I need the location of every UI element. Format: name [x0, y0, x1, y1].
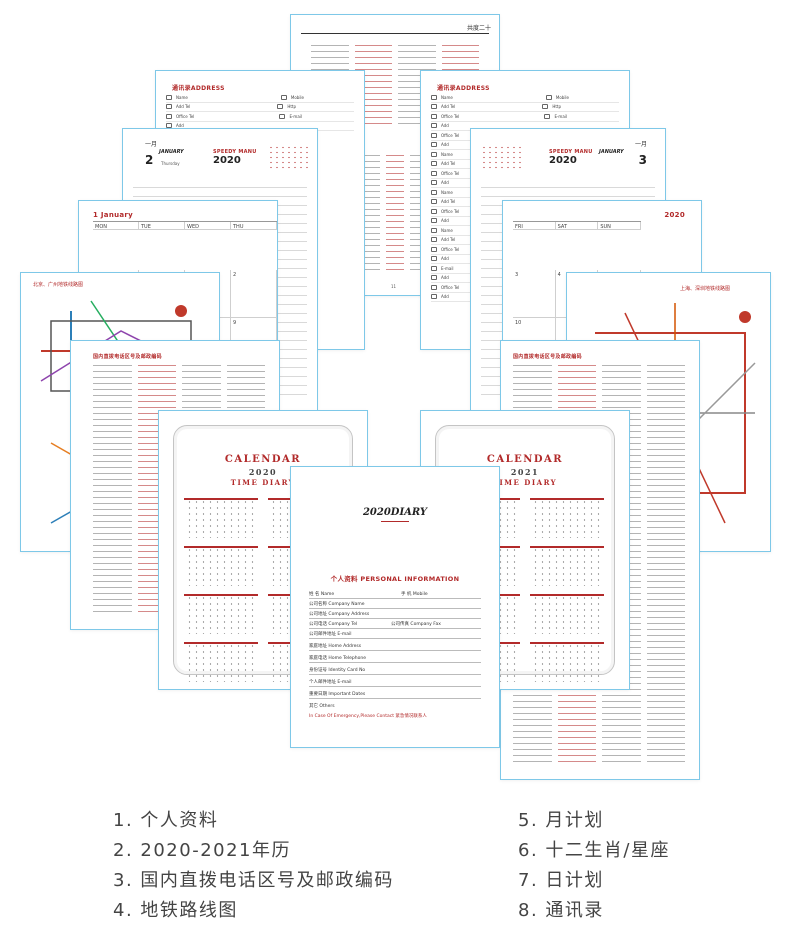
office-icon [431, 113, 437, 119]
personal-info-brand: 2020DIARY [362, 507, 428, 518]
caption-address-book: 8. 通讯录 [518, 900, 604, 921]
office-icon [431, 132, 437, 138]
daily-mini-calendar-right [481, 145, 521, 171]
office-icon [431, 246, 437, 252]
caption-zodiac: 6. 十二生肖/星座 [518, 840, 670, 861]
house-icon [431, 161, 437, 167]
house-icon [166, 104, 172, 110]
daily-weekday-left: Thursday [161, 161, 180, 166]
daily-month-en-left: JANUARY [159, 149, 184, 155]
office-icon [166, 113, 172, 119]
globe-icon [277, 104, 284, 110]
daily-mini-calendar-left [268, 145, 308, 171]
daily-day-left: 2 [145, 153, 154, 167]
calendar-2021-title: CALENDAR [486, 454, 564, 465]
caption-personal-info: 1. 个人资料 [113, 810, 219, 831]
constellation-list [361, 155, 430, 275]
mail-icon [279, 113, 286, 119]
office-icon [431, 170, 437, 176]
address-icon [431, 256, 437, 262]
daily-month-cn-left: 一月 [145, 141, 158, 148]
monthly-title-right: 2020 [664, 211, 685, 219]
caption-area-codes: 3. 国内直拨电话区号及邮政编码 [113, 870, 394, 891]
monthly-title-left: 1 January [93, 211, 134, 219]
caption-daily-plan: 7. 日计划 [518, 870, 604, 891]
globe-icon [542, 104, 549, 110]
daily-year-right: 2020 [549, 155, 577, 166]
office-icon [431, 284, 437, 290]
zodiac-header-rule [301, 33, 489, 34]
address-icon [431, 294, 437, 300]
brand-underline [381, 521, 409, 522]
emergency-contact: In Case Of Emergency,Please Contact 紧急情况… [309, 714, 427, 719]
personal-info-title: 个人资料 PERSONAL INFORMATION [330, 575, 460, 583]
daily-label-left: SPEEDY MANU [213, 149, 257, 155]
person-icon [166, 94, 172, 100]
zodiac-footer: 11 [391, 284, 397, 289]
phone-icon [280, 94, 287, 100]
address-title-left: 通讯录ADDRESS [172, 85, 225, 92]
caption-monthly-plan: 5. 月计划 [518, 810, 604, 831]
calendar-2020-title: CALENDAR [224, 454, 302, 465]
address-icon [431, 218, 437, 224]
address-icon [431, 142, 437, 148]
phone-icon [545, 94, 552, 100]
address-icon [431, 180, 437, 186]
daily-label-right: SPEEDY MANU [549, 149, 593, 155]
caption-calendar: 2. 2020-2021年历 [113, 840, 292, 861]
feature-captions: 1. 个人资料 2. 2020-2021年历 3. 国内直拨电话区号及邮政编码 … [0, 800, 790, 941]
daily-day-right: 3 [638, 153, 647, 167]
caption-subway-map: 4. 地铁路线图 [113, 900, 238, 921]
mail-icon [544, 113, 551, 119]
person-icon [431, 227, 437, 233]
address-icon [431, 275, 437, 281]
address-icon [431, 123, 437, 129]
address-icon [166, 123, 172, 129]
office-icon [431, 208, 437, 214]
calendar-2020-subtitle: TIME DIARY [230, 478, 296, 487]
address-title-right: 通讯录ADDRESS [437, 85, 490, 92]
person-icon [431, 189, 437, 195]
calendar-2021-subtitle: TIME DIARY [492, 478, 558, 487]
mail-icon [431, 265, 437, 271]
person-icon [431, 151, 437, 157]
subway-caption-right: 上海、深圳地铁线路图 [679, 286, 730, 292]
daily-month-en-right: JANUARY [599, 149, 624, 155]
area-codes-title-right: 国内直拨电话区号及邮政编码 [513, 354, 582, 360]
zodiac-header: 共度二十 [466, 25, 491, 32]
daily-year-left: 2020 [213, 155, 241, 166]
calendar-2020-year: 2020 [248, 467, 278, 477]
daily-month-cn-right: 一月 [634, 141, 647, 148]
house-icon [431, 104, 437, 110]
personal-info-page: 2020DIARY 个人资料 PERSONAL INFORMATION 姓 名 … [290, 466, 500, 748]
area-codes-title-left: 国内直拨电话区号及邮政编码 [93, 354, 162, 360]
house-icon [431, 199, 437, 205]
calendar-2021-year: 2021 [510, 467, 540, 477]
house-icon [431, 237, 437, 243]
subway-caption-left: 北京、广州地铁线路图 [33, 282, 84, 288]
person-icon [431, 94, 437, 100]
